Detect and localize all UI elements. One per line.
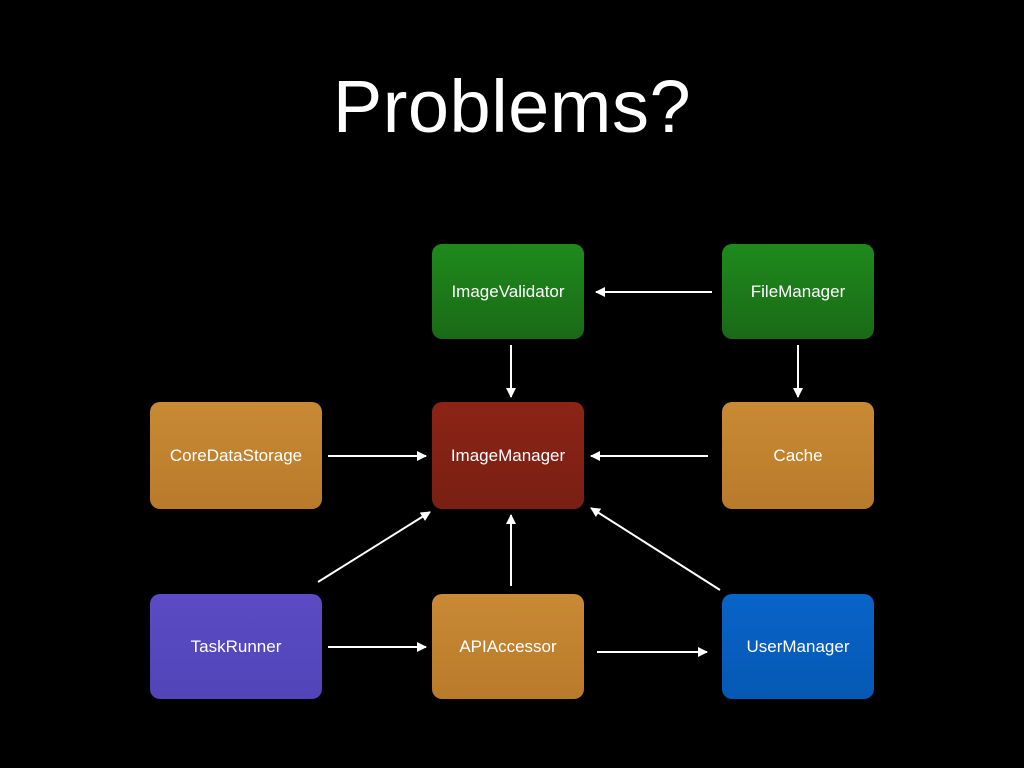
node-label: Cache (773, 445, 823, 465)
node-coredatastorage: CoreDataStorage (150, 402, 322, 509)
node-label: FileManager (750, 281, 846, 301)
node-imagevalidator: ImageValidator (432, 244, 584, 339)
node-imagemanager: ImageManager (432, 402, 584, 509)
node-taskrunner: TaskRunner (150, 594, 322, 699)
arrow-taskrunner-to-imagemanager (317, 511, 431, 583)
node-label: ImageManager (450, 445, 566, 465)
node-label: UserManager (746, 636, 850, 656)
slide-title: Problems? (332, 65, 692, 148)
node-apiaccessor: APIAccessor (432, 594, 584, 699)
node-label: TaskRunner (190, 636, 282, 656)
node-filemanager: FileManager (722, 244, 874, 339)
node-cache: Cache (722, 402, 874, 509)
node-label: CoreDataStorage (169, 445, 303, 465)
node-label: APIAccessor (459, 636, 557, 656)
arrow-usermanager-to-imagemanager (590, 507, 721, 591)
node-label: ImageValidator (451, 281, 565, 301)
node-usermanager: UserManager (722, 594, 874, 699)
